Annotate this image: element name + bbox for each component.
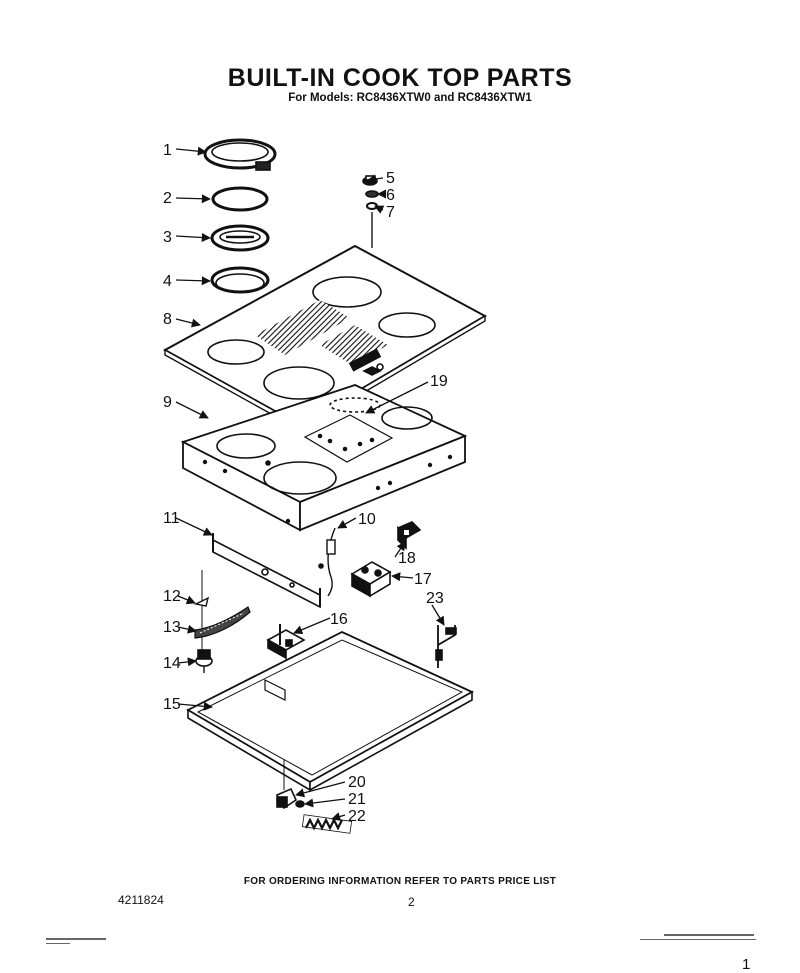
part-label-3: 3	[163, 229, 172, 246]
part-20-elbow	[275, 787, 298, 810]
page-title: BUILT-IN COOK TOP PARTS	[227, 64, 573, 92]
part-15-bottom-panel	[186, 631, 474, 792]
part-5-knob	[362, 175, 378, 186]
part-label-14: 14	[163, 655, 181, 672]
part-label-23: 23	[426, 590, 444, 607]
part-label-10: 10	[358, 511, 376, 528]
part-12-clip	[193, 596, 210, 607]
part-label-21: 21	[348, 791, 366, 808]
part-label-7: 7	[386, 204, 395, 221]
part-label-2: 2	[163, 190, 172, 207]
fine-print-left	[46, 938, 116, 950]
part-label-15: 15	[163, 696, 181, 713]
part-label-16: 16	[330, 611, 348, 628]
part-2-ring	[211, 186, 269, 212]
part-label-5: 5	[386, 170, 395, 187]
ordering-note: FOR ORDERING INFORMATION REFER TO PARTS …	[243, 876, 557, 887]
part-21-washer	[295, 800, 305, 808]
part-label-17: 17	[414, 571, 432, 588]
document-number: 4211824	[118, 893, 164, 907]
part-label-9: 9	[163, 394, 172, 411]
corner-mark: 1	[742, 956, 751, 973]
part-16-bracket	[266, 624, 306, 690]
part-label-6: 6	[386, 187, 395, 204]
part-18-terminal	[396, 521, 422, 550]
part-11-bracket	[212, 533, 321, 609]
models-subtitle: For Models: RC8436XTW0 and RC8436XTW1	[288, 92, 532, 104]
part-label-22: 22	[348, 808, 366, 825]
part-3-element	[210, 224, 270, 252]
part-1-trim-ring	[203, 138, 277, 171]
part-label-20: 20	[348, 774, 366, 791]
part-label-11: 11	[163, 510, 180, 527]
part-8-glass-top	[162, 244, 488, 431]
part-label-1: 1	[163, 142, 172, 159]
part-label-19: 19	[430, 373, 448, 390]
part-6-washer	[365, 190, 379, 198]
part-label-4: 4	[163, 273, 172, 290]
part-label-12: 12	[163, 588, 181, 605]
part-labels: 1 2 3 4 5 6 7 8 9 10 11 12 13 14 15 16 1…	[163, 142, 448, 825]
page-number: 2	[408, 895, 415, 909]
part-23-clip	[435, 625, 457, 668]
leader-lines	[175, 146, 445, 821]
part-22-spring	[301, 814, 353, 834]
fine-print-right	[640, 934, 760, 948]
part-9-cooktop-box	[180, 384, 468, 532]
part-17-switch	[350, 561, 392, 598]
part-label-8: 8	[163, 311, 172, 328]
part-4-ring	[210, 266, 270, 294]
part-label-18: 18	[398, 550, 416, 567]
part-13-sensor	[194, 606, 251, 639]
part-14-thermostat	[195, 649, 213, 673]
part-10-wire	[318, 527, 336, 597]
part-label-13: 13	[163, 619, 181, 636]
